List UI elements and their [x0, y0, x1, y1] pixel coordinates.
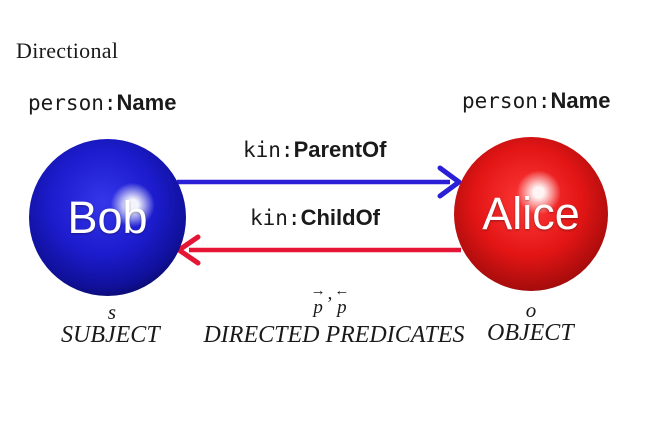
subject-role-label: SUBJECT: [61, 322, 160, 348]
object-role-symbol: o: [525, 298, 537, 322]
backward-predicate-symbol: ←p: [334, 283, 350, 318]
subject-type-label: person:Name: [28, 90, 176, 116]
predicates-label: DIRECTED PREDICATES: [203, 322, 465, 348]
right-arrow-icon: →: [310, 283, 326, 299]
node-subject: Bob: [29, 139, 186, 296]
diagram-title: Directional: [16, 38, 119, 63]
forward-predicate-symbol: →p: [310, 283, 326, 318]
subject-type-name: Name: [116, 90, 177, 115]
backward-edge-arrow: [176, 234, 461, 266]
object-type-prefix: person:: [462, 89, 551, 113]
object-type-label: person:Name: [462, 88, 610, 114]
node-object: Alice: [454, 137, 608, 291]
forward-edge-name: ParentOf: [293, 137, 387, 162]
predicate-symbols: →p , ←p: [294, 283, 366, 318]
backward-edge-name: ChildOf: [300, 205, 381, 230]
backward-edge-label: kin:ChildOf: [250, 205, 380, 231]
object-type-name: Name: [550, 88, 611, 113]
forward-edge-label: kin:ParentOf: [243, 137, 387, 163]
forward-edge-prefix: kin:: [243, 138, 294, 162]
subject-role-symbol: s: [107, 300, 117, 324]
object-role-label: OBJECT: [487, 320, 574, 346]
left-arrow-icon: ←: [334, 283, 350, 299]
backward-edge-prefix: kin:: [250, 206, 301, 230]
subject-node-name: Bob: [67, 191, 148, 243]
forward-edge-arrow: [177, 165, 462, 199]
object-node-name: Alice: [482, 188, 580, 239]
predicate-comma: ,: [327, 283, 333, 304]
subject-type-prefix: person:: [28, 91, 117, 115]
